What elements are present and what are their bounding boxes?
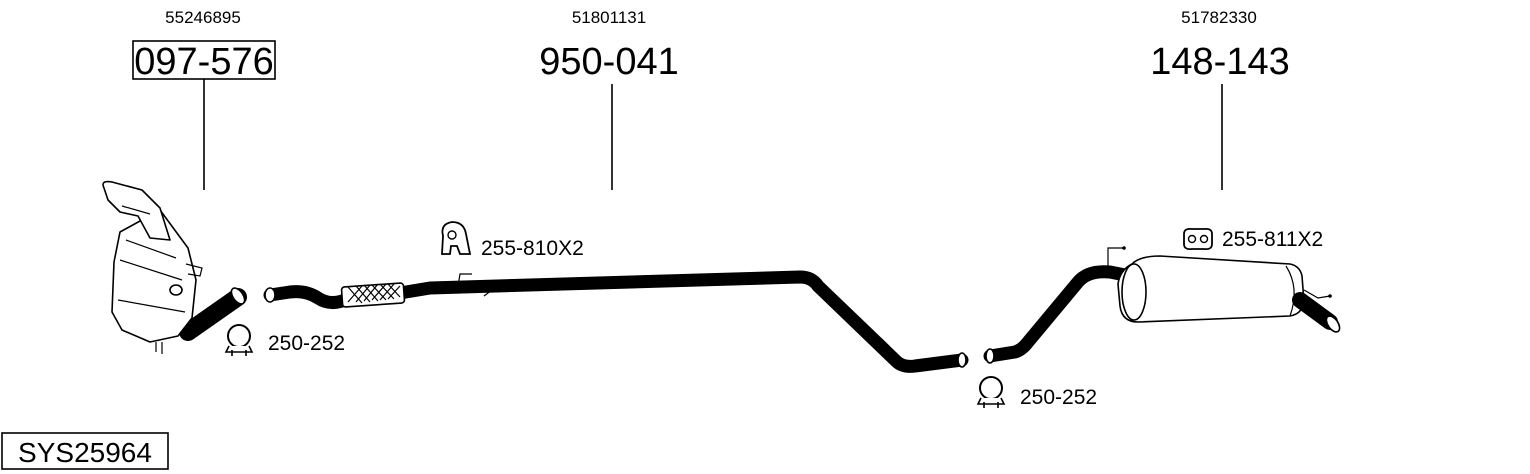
intermediate-pipe-drawing — [263, 270, 969, 373]
part-rear-silencer[interactable]: 51782330 148-143 — [983, 8, 1342, 364]
oe-number-rear-silencer: 51782330 — [1181, 8, 1257, 27]
part-number-box — [132, 40, 276, 80]
oe-number-catalytic-converter: 55246895 — [165, 8, 241, 27]
accessory-clamp-1[interactable]: 250-252 — [224, 324, 345, 356]
accessory-rubber-hanger[interactable]: 255-810X2 — [441, 221, 584, 260]
accessory-label: 255-810X2 — [481, 237, 584, 260]
rubber-hanger-icon — [441, 221, 472, 255]
part-catalytic-converter[interactable]: 55246895 097-576 — [102, 8, 276, 354]
rubber-mount-icon — [1183, 227, 1213, 251]
rear-silencer-drawing — [983, 246, 1341, 364]
accessory-label: 250-252 — [268, 332, 345, 355]
catalytic-converter-drawing — [102, 180, 247, 354]
system-code-label: SYS25964 — [18, 437, 152, 468]
accessory-label: 250-252 — [1020, 386, 1097, 409]
part-intermediate-pipe[interactable]: 51801131 950-041 — [263, 8, 969, 373]
system-code-box — [1, 432, 169, 470]
part-number-rear-silencer: 148-143 — [1150, 41, 1289, 83]
accessory-label: 255-811X2 — [1222, 228, 1323, 251]
part-number-intermediate-pipe: 950-041 — [539, 41, 678, 83]
oe-number-intermediate-pipe: 51801131 — [572, 8, 646, 27]
part-number-catalytic-converter: 097-576 — [134, 41, 273, 83]
system-code: SYS25964 — [1, 432, 169, 470]
accessory-rubber-mount[interactable]: 255-811X2 — [1183, 227, 1323, 251]
accessory-clamp-2[interactable]: 250-252 — [976, 376, 1097, 409]
clamp-icon — [224, 324, 254, 356]
clamp-icon — [976, 376, 1006, 408]
